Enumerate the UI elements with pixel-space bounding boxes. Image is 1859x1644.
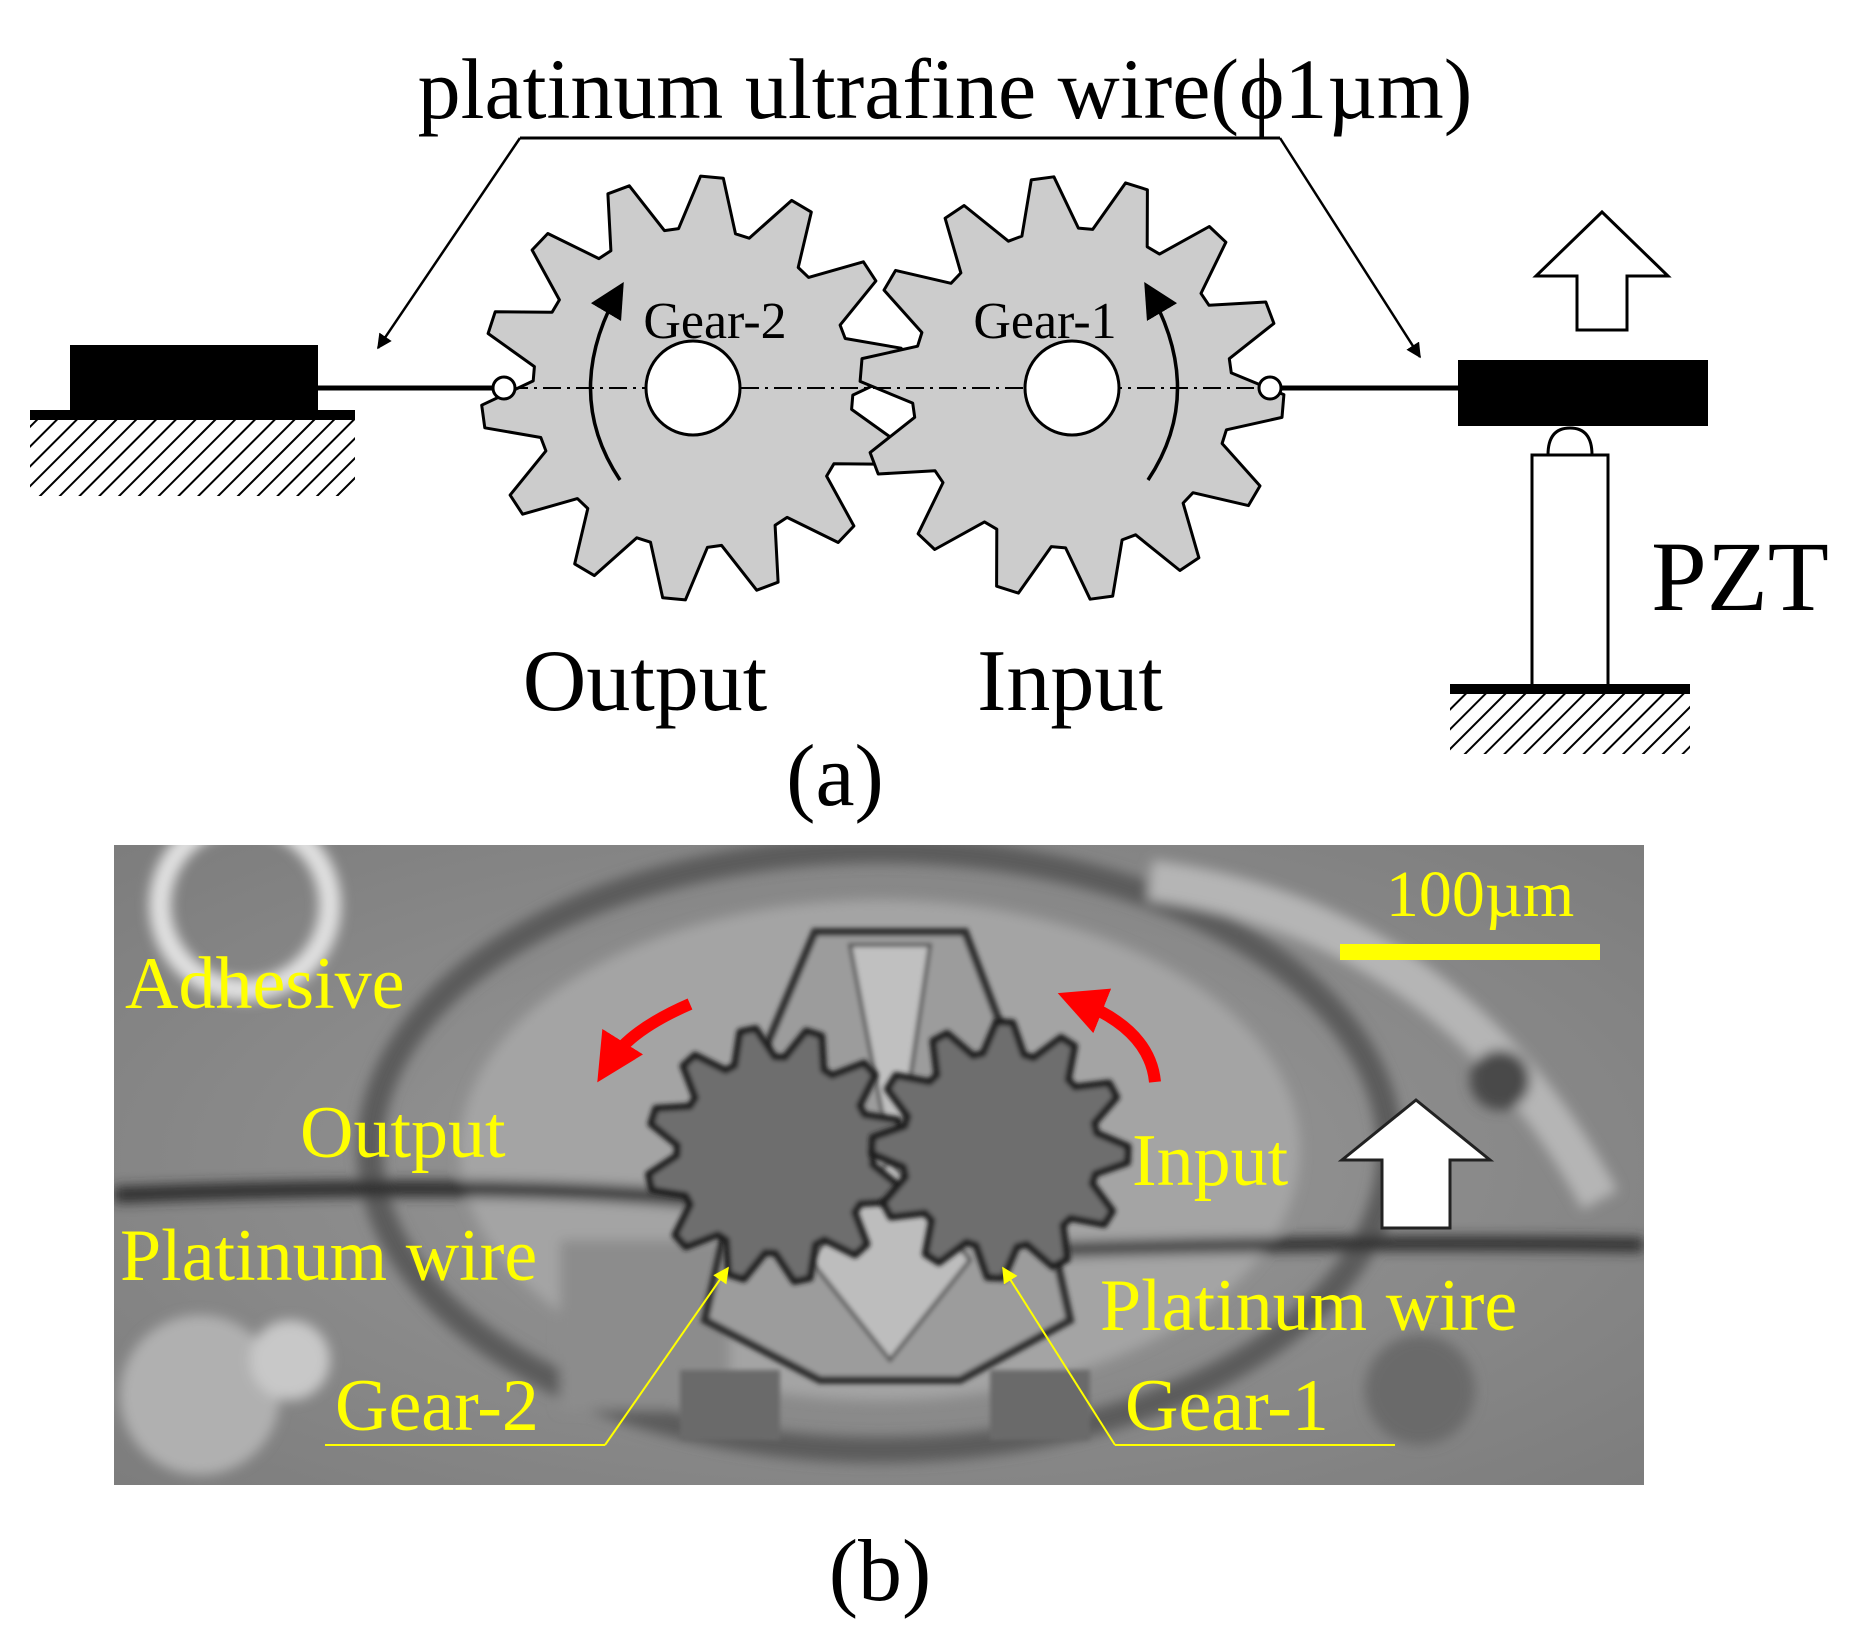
gear-2-leader xyxy=(604,1266,729,1446)
hatch-ground-icon xyxy=(30,420,355,496)
input-wire-label: Platinum wire xyxy=(1100,1265,1517,1347)
microgear1-outline xyxy=(868,1018,1132,1282)
pzt-top-block xyxy=(1458,360,1708,426)
output-label: Output xyxy=(523,633,767,730)
up-arrow-icon xyxy=(1337,1098,1495,1230)
fixed-block xyxy=(70,345,318,411)
gear-1-pin xyxy=(1257,375,1283,401)
gear-2-pin xyxy=(491,375,517,401)
rotation-arrow-icon xyxy=(588,281,624,481)
scale-bar-label: 100µm xyxy=(1386,858,1574,931)
output-wire-label: Platinum wire xyxy=(120,1215,537,1297)
micro-gear-1 xyxy=(868,1018,1132,1282)
panel-b-caption: (b) xyxy=(829,1523,932,1620)
gear-2-bore xyxy=(644,339,742,437)
rotation-arrow-icon xyxy=(597,998,693,1083)
gear-2-label-b: Gear-2 xyxy=(335,1365,539,1447)
micro-gear-2 xyxy=(645,1025,905,1285)
gear-1-label-b: Gear-1 xyxy=(1125,1365,1329,1447)
rotation-arrow-icon xyxy=(1144,281,1180,481)
gear-1-leader xyxy=(1002,1266,1116,1446)
microgear2-outline xyxy=(645,1025,905,1285)
wire-label: platinum ultrafine wire(ϕ1µm) xyxy=(418,41,1473,137)
pzt-ground-line xyxy=(1450,684,1690,694)
left-ground-line xyxy=(30,410,355,420)
rotation-arrow-icon xyxy=(1057,988,1161,1083)
output-label-b: Output xyxy=(300,1092,506,1174)
gear-1-bore xyxy=(1023,339,1121,437)
input-label-b: Input xyxy=(1132,1120,1289,1202)
gear-1-label: Gear-1 xyxy=(973,293,1116,350)
pzt-tip xyxy=(1546,426,1594,457)
hatch-ground-icon xyxy=(1450,694,1690,754)
panel-a-schematic: platinum ultrafine wire(ϕ1µm) Gear-2 Gea… xyxy=(30,41,1829,825)
pzt-label: PZT xyxy=(1651,521,1829,632)
wire-leader-left xyxy=(376,137,522,350)
pzt-actuator xyxy=(1530,453,1610,689)
input-label: Input xyxy=(977,633,1163,730)
gear-2-label: Gear-2 xyxy=(643,293,786,350)
up-arrow-icon xyxy=(1532,209,1672,332)
panel-b-micrograph: 100µm Adhesive Output Platinum wire Inpu… xyxy=(114,845,1644,1620)
scale-bar xyxy=(1340,944,1600,960)
panel-a-caption: (a) xyxy=(786,728,884,825)
adhesive-label: Adhesive xyxy=(125,943,405,1025)
wire-leader-right xyxy=(1278,137,1422,359)
